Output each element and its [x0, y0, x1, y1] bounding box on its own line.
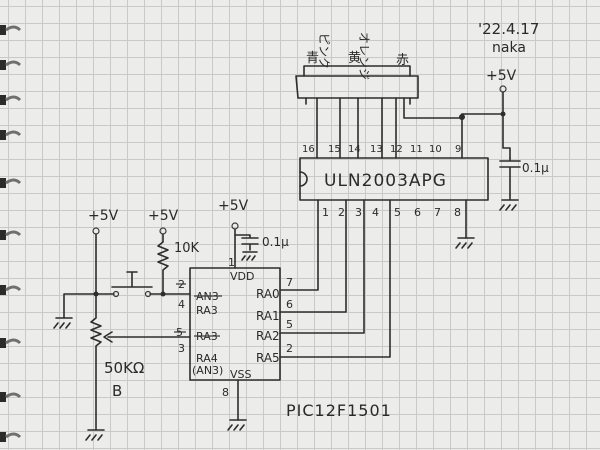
- uln-pin-10: 10: [429, 144, 442, 155]
- uln-pin-7: 7: [434, 206, 441, 219]
- mcu-right-pin-num-2: 5: [286, 318, 293, 331]
- potentiometer: 50KΩ B: [53, 227, 191, 441]
- mcu-left-pin-num-1: 3: [178, 342, 185, 355]
- mcu-right-pin-name-3: RA5: [256, 351, 280, 365]
- mcu-left-pin-sub-1: (AN3): [192, 364, 223, 377]
- mcu-vss-label: VSS: [230, 368, 252, 381]
- motor-wires: [316, 97, 463, 159]
- vplus-label-mcu: +5V: [218, 198, 249, 214]
- uln-pin-14: 14: [348, 144, 361, 155]
- wire-color-blue: 青: [306, 51, 319, 66]
- wire-color-yellow: 黄: [348, 51, 361, 66]
- mcu-right-pin-name-0: RA0: [256, 287, 280, 301]
- mcu-power: 0.1μ: [231, 222, 289, 269]
- uln-pin-1: 1: [322, 206, 329, 219]
- mcu-pin-8-number: 8: [222, 386, 229, 399]
- wire-color-pink: ピンク: [317, 33, 331, 69]
- driver-ground: [455, 199, 475, 249]
- uln-pin-16: 16: [302, 144, 315, 155]
- uln-pin-5: 5: [394, 206, 401, 219]
- mcu-cap-label: 0.1μ: [262, 235, 289, 249]
- driver-cap-label: 0.1μ: [522, 161, 549, 175]
- uln-pin-9: 9: [455, 144, 461, 155]
- vplus-top-right: +5V: [459, 68, 517, 159]
- uln-pin-15: 15: [328, 144, 341, 155]
- uln-pin-4: 4: [372, 206, 379, 219]
- pullup-label: 10K: [174, 241, 200, 256]
- mcu-pin-1-number: 1: [228, 256, 235, 269]
- driver-ic-name: ULN2003APG: [324, 171, 447, 191]
- motor-connector: [295, 65, 419, 105]
- pushbutton-switch: [95, 271, 191, 298]
- uln2003-driver-ic: ULN2003APG 16 15 14 13 12 11 10 9 1 2 3 …: [299, 144, 489, 219]
- wire-color-red: 赤: [396, 53, 409, 68]
- pot-type-label: B: [112, 382, 122, 400]
- uln-pin-11: 11: [410, 144, 423, 155]
- uln-pin-13: 13: [370, 144, 383, 155]
- date-label: '22.4.17: [478, 20, 539, 38]
- pot-value-label: 50KΩ: [104, 359, 144, 377]
- mcu-left-pin-name-1: RA4: [196, 352, 218, 365]
- mcu-left-pin-num-0: 4: [178, 298, 185, 311]
- pic-mcu: 1 VDD VSS 8 2 4 AN3 RA3 5 3 RA3 RA4 (AN3…: [174, 256, 293, 431]
- control-wires: [279, 199, 391, 358]
- vplus-label-pot: +5V: [88, 208, 119, 224]
- mcu-right-pin-num-3: 2: [286, 342, 293, 355]
- connector-labels: 青 ピンク 黄 オレンジ 赤: [306, 32, 409, 80]
- spiral-binding: [0, 25, 22, 442]
- pullup-resistor: 10K: [157, 227, 200, 295]
- uln-pin-2: 2: [338, 206, 345, 219]
- mcu-right-pin-num-0: 7: [286, 276, 293, 289]
- mcu-right-pin-name-2: RA2: [256, 329, 280, 343]
- wire-color-orange: オレンジ: [357, 32, 371, 80]
- mcu-right-pin-name-1: RA1: [256, 309, 280, 323]
- mcu-vdd-label: VDD: [230, 270, 254, 283]
- driver-decoupling-cap: 0.1μ: [499, 157, 549, 211]
- uln-pin-3: 3: [355, 206, 362, 219]
- mcu-left-pin-name-0: RA3: [196, 304, 218, 317]
- mcu-part-name: PIC12F1501: [286, 401, 392, 420]
- author-label: naka: [492, 40, 526, 56]
- mcu-right-pin-num-1: 6: [286, 298, 293, 311]
- vplus-label-pullup: +5V: [148, 208, 179, 224]
- uln-pin-6: 6: [414, 206, 421, 219]
- uln-pin-12: 12: [390, 144, 403, 155]
- uln-pin-8: 8: [454, 206, 461, 219]
- vplus-label-top-right: +5V: [486, 68, 517, 84]
